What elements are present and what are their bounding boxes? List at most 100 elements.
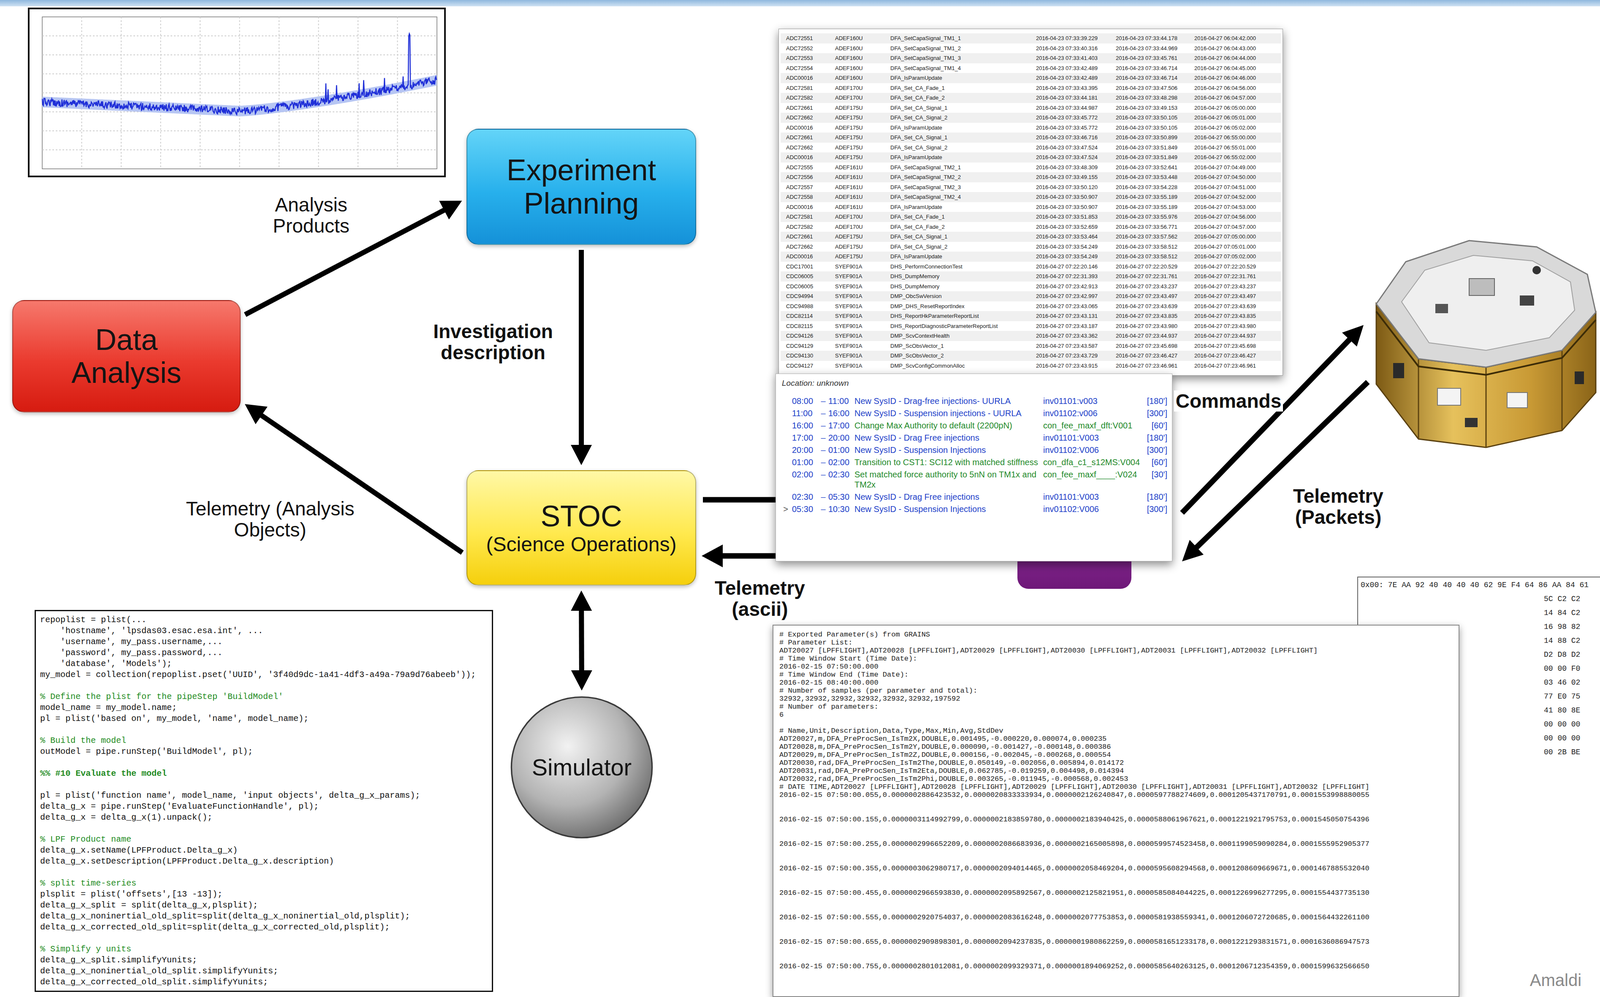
table-cell: 2016-04-23 07:33:52.641: [1115, 163, 1178, 172]
table-cell: DFA_IsParamUpdate: [890, 73, 943, 83]
schedule-cell: –: [818, 395, 829, 407]
table-cell: 2016-04-27 06:04:46.000: [1194, 73, 1256, 83]
table-cell: 2016-04-23 07:33:56.771: [1115, 222, 1178, 232]
code-line: delta_g_x_corrected_old_split=split(delt…: [40, 922, 390, 933]
table-cell: DFA_SetCapaSignal_TM2_2: [890, 173, 961, 182]
table-cell: 2016-04-23 07:33:48.298: [1115, 93, 1178, 103]
schedule-cell: New SysID - Drag-free injections- UURLA: [854, 395, 1041, 407]
table-cell: 2016-04-23 07:33:54.228: [1115, 183, 1178, 192]
export-line: # Number of parameters:: [779, 702, 879, 711]
code-line: model_name = my_model.name;: [40, 702, 177, 714]
table-cell: DFA_Set_CA_Signal_1: [890, 103, 948, 113]
export-data-line: 2016-02-15 07:50:00.355,0.00000030629807…: [779, 864, 1370, 873]
schedule-cell: 05:30: [828, 491, 855, 502]
table-cell: 2016-04-27 07:23:42.997: [1035, 292, 1098, 301]
satellite-edge: [1485, 367, 1487, 448]
schedule-cell: –: [818, 408, 829, 419]
connector-label: Telemetry (Analysis Objects): [184, 498, 357, 541]
table-cell: ADEF160U: [835, 64, 863, 73]
table-cell: 2016-04-27 07:23:43.065: [1035, 302, 1098, 311]
table-cell: 2016-04-27 06:05:02.000: [1194, 123, 1256, 133]
code-line: delta_g_x_corrected_old_split.simplifyYu…: [40, 976, 269, 988]
grid-line: [42, 35, 437, 37]
table-cell: DFA_Set_CA_Signal_1: [890, 232, 948, 242]
table-cell: ADC72553: [786, 54, 814, 63]
export-data-line: 2016-02-15 07:50:00.555,0.00000029207540…: [779, 913, 1370, 922]
export-line: ADT20032,rad,DFA_PreProcSen_IsTm2Phi,DOU…: [779, 775, 1129, 784]
table-cell: DFA_SetCapaSignal_TM1_3: [890, 54, 961, 63]
table-cell: 2016-04-27 07:23:43.639: [1194, 302, 1256, 311]
table-cell: 2016-04-27 07:23:43.915: [1035, 361, 1098, 371]
node-text: Data Analysis: [42, 323, 212, 390]
table-cell: 2016-04-27 06:04:45.000: [1194, 64, 1256, 73]
hex-line: 00 00 00: [1543, 733, 1581, 744]
table-cell: CDC82115: [786, 322, 813, 331]
table-cell: ADEF160U: [835, 73, 863, 83]
table-cell: SYEF901A: [835, 331, 863, 341]
table-cell: DHS_PerformConnectionTest: [890, 262, 963, 272]
table-cell: 2016-04-23 07:33:57.562: [1115, 232, 1178, 242]
schedule-cell: 10:30: [828, 504, 855, 515]
satellite-top: [1376, 240, 1596, 368]
schedule-cell: inv01102:v006: [1040, 408, 1142, 419]
table-cell: ADC72662: [786, 113, 814, 123]
table-cell: ADEF175U: [835, 133, 863, 142]
node-text: STOC: [540, 499, 622, 533]
table-cell: ADEF161U: [835, 192, 863, 202]
satellite-radiator: [1437, 388, 1461, 406]
schedule-row: 17:00–20:00New SysID - Drag Free injecti…: [779, 432, 1172, 443]
table-cell: 2016-04-23 07:33:51.849: [1115, 153, 1178, 162]
schedule-cell: 02:30: [828, 469, 855, 480]
schedule-cell: 20:00: [828, 432, 855, 443]
schedule-cell: New SysID - Suspension Injections: [854, 504, 1041, 515]
schedule-screenshot: Location: unknown08:00–11:00New SysID - …: [775, 373, 1173, 562]
table-cell: ADC72554: [786, 64, 814, 73]
table-cell: 2016-04-27 07:05:00.000: [1194, 232, 1256, 242]
table-cell: ADEF175U: [835, 103, 863, 113]
table-cell: 2016-04-23 07:33:41.403: [1035, 54, 1098, 63]
table-cell: 2016-04-27 07:23:45.698: [1115, 341, 1178, 351]
export-text-screenshot: # Exported Parameter(s) from GRAINS# Par…: [772, 624, 1460, 997]
export-line: # Name,Unit,Description,Data,Type,Max,Mi…: [779, 726, 1004, 735]
table-cell: DFA_IsParamUpdate: [890, 153, 943, 162]
schedule-cell: 17:00: [791, 432, 819, 443]
schedule-cell: –: [818, 420, 829, 431]
table-cell: ADC00016: [786, 123, 814, 133]
table-cell: DFA_SetCapaSignal_TM2_4: [890, 192, 961, 202]
schedule-cell: New SysID - Suspension Injections: [854, 444, 1041, 456]
schedule-cell: 05:30: [791, 504, 819, 515]
table-cell: ADEF175U: [835, 232, 863, 242]
table-cell: DFA_SetCapaSignal_TM2_3: [890, 183, 961, 192]
table-cell: ADEF161U: [835, 203, 863, 212]
table-cell: 2016-04-27 07:23:43.587: [1035, 341, 1098, 351]
table-cell: ADEF170U: [835, 84, 863, 93]
table-cell: 2016-04-27 07:23:43.131: [1035, 311, 1098, 321]
export-line: ADT20027 [LPFFLIGHT],ADT20028 [LPFFLIGHT…: [779, 646, 1318, 655]
code-line: % LPF Product name: [40, 834, 132, 846]
node-text: Simulator: [531, 754, 632, 782]
schedule-cell: [60']: [1141, 420, 1168, 431]
table-cell: DHS_ReportDiagnosticParameterReportList: [890, 322, 998, 331]
code-line: 'hostname', 'lpsdas03.esac.esa.int', ...: [60, 625, 264, 637]
export-line: 6: [779, 710, 784, 719]
table-cell: CDC82114: [786, 311, 813, 321]
table-cell: SYEF901A: [835, 302, 863, 311]
satellite-part: [1464, 417, 1478, 428]
table-cell: ADC72558: [786, 192, 814, 202]
connector-arrow: [570, 590, 593, 691]
process-box: Data Analysis: [12, 300, 241, 413]
code-line: 'username', my_pass.username,...: [60, 636, 223, 648]
schedule-row: 01:00–02:00Transition to CST1: SCI12 wit…: [779, 457, 1172, 468]
table-cell: 2016-04-27 07:23:46.427: [1115, 351, 1178, 361]
satellite-edge: [1418, 358, 1420, 440]
arrow-head: [570, 444, 592, 466]
table-cell: DFA_Set_CA_Signal_1: [890, 133, 948, 142]
table-cell: 2016-04-27 07:22:20.146: [1035, 262, 1098, 272]
table-cell: 2016-04-23 07:33:52.659: [1035, 222, 1098, 232]
hex-line: 00 2B BE: [1543, 747, 1581, 757]
code-line: my_model = collection(repoplist.pset('UU…: [40, 669, 476, 681]
table-cell: ADC72582: [786, 222, 814, 232]
table-cell: SYEF901A: [835, 282, 863, 291]
code-line: delta_g_x = delta_g_x(1).unpack();: [40, 812, 213, 824]
process-box: STOC(Science Operations): [466, 470, 697, 586]
